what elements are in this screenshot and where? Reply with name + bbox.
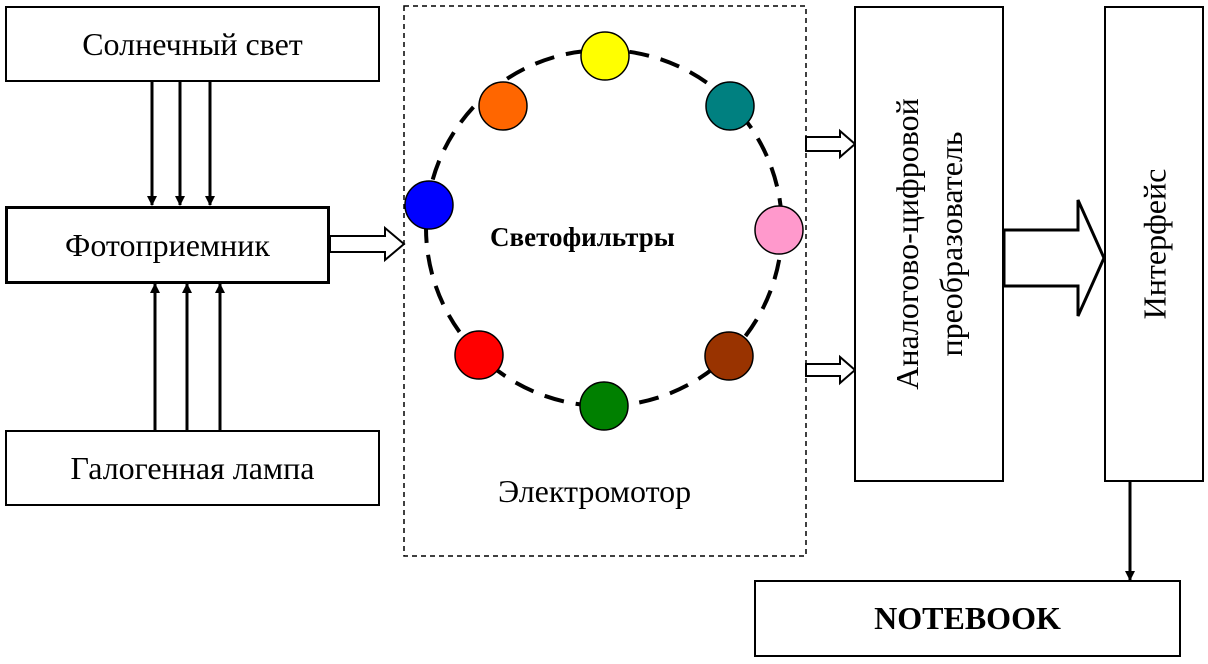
adc-label-line2: преобразователь bbox=[933, 131, 969, 357]
halogen-lamp-box: Галогенная лампа bbox=[5, 430, 380, 506]
photodetector-label: Фотоприемник bbox=[65, 226, 270, 263]
filter-teal bbox=[705, 81, 755, 131]
sunlight-label: Солнечный свет bbox=[82, 25, 303, 62]
filter-red bbox=[454, 330, 504, 380]
adc-label-line1: Аналогово-цифровой bbox=[889, 98, 925, 390]
filter-green bbox=[579, 381, 629, 431]
motor-to-adc-arrow-bottom bbox=[805, 354, 857, 386]
notebook-box: NOTEBOOK bbox=[754, 580, 1181, 657]
filter-yellow bbox=[580, 31, 630, 81]
motor-enclosure bbox=[403, 5, 807, 557]
halogen-lamp-label: Галогенная лампа bbox=[70, 449, 315, 486]
photodetector-box: Фотоприемник bbox=[5, 206, 330, 284]
filters-label: Светофильтры bbox=[490, 222, 675, 252]
motor-to-adc-arrow-top bbox=[805, 128, 857, 160]
adc-box: Аналогово-цифровой преобразователь bbox=[854, 6, 1004, 482]
sunlight-arrows bbox=[147, 82, 215, 206]
filter-orange bbox=[478, 81, 528, 131]
filter-brown bbox=[704, 331, 754, 381]
filter-pink bbox=[754, 205, 804, 255]
interface-box: Интерфейс bbox=[1104, 6, 1204, 482]
lamp-arrows bbox=[150, 283, 225, 430]
sunlight-box: Солнечный свет bbox=[5, 6, 380, 82]
motor-label: Электромотор bbox=[498, 473, 692, 509]
notebook-label: NOTEBOOK bbox=[874, 600, 1061, 636]
interface-label: Интерфейс bbox=[1136, 168, 1172, 320]
filter-blue bbox=[404, 180, 454, 230]
adc-label: Аналогово-цифровой преобразователь bbox=[885, 98, 973, 390]
adc-to-interface-arrow bbox=[1002, 199, 1106, 317]
photodetector-to-filters-arrow bbox=[329, 225, 406, 263]
